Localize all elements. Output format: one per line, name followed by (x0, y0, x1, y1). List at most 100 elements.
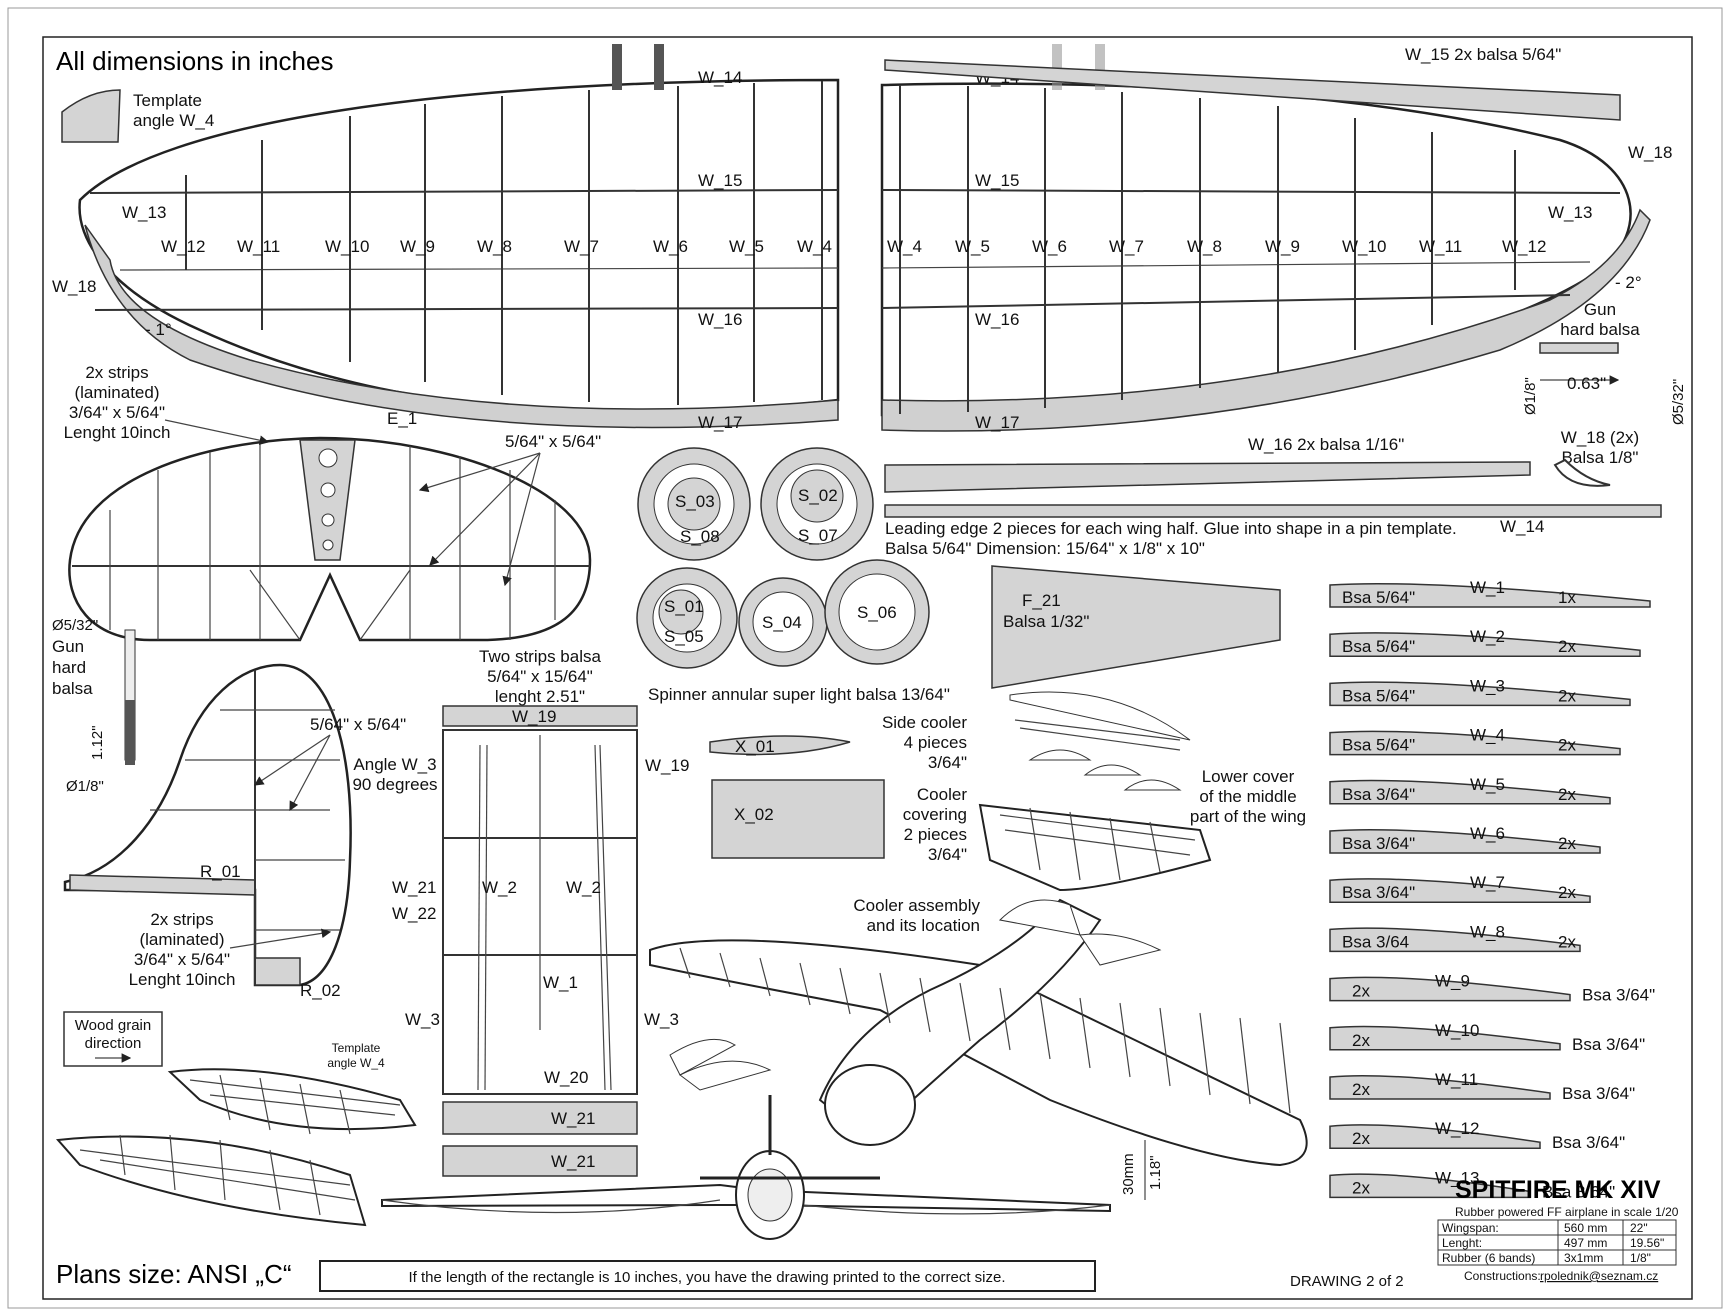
rib-part-material: Bsa 3/64" (1552, 1133, 1625, 1152)
f21-part (991, 565, 1281, 689)
constructions-label: Constructions: (1464, 1269, 1541, 1283)
spinner-s08: S_08 (680, 527, 720, 546)
spinner-note: Spinner annular super light balsa 13/64" (648, 685, 950, 704)
spinner-s05: S_05 (664, 627, 704, 646)
spinner-s07: S_07 (798, 526, 838, 545)
spinner-rings (636, 447, 930, 669)
right-rib-label-w_10: W_10 (1342, 237, 1386, 256)
plane-wing-rib (1159, 1007, 1171, 1087)
elevator-strips-arrow (164, 419, 270, 445)
strip-w14-label: W_14 (1500, 517, 1544, 536)
title-block-title: SPITFIRE MK XIV (1455, 1176, 1661, 1204)
spar-label-w17-right: W_17 (975, 413, 1019, 432)
calibration-rectangle (319, 1260, 1096, 1292)
leading-edge-note-2: Balsa 5/64" Dimension: 15/64" x 1/8" x 1… (885, 539, 1205, 558)
center-w21: W_21 (392, 878, 436, 897)
center-w21-lower-1: W_21 (551, 1109, 595, 1128)
center-w1: W_1 (543, 973, 578, 992)
rib-part-shape (1329, 828, 1601, 854)
rib-part-qty: 2x (1352, 982, 1370, 1001)
print-check-note: If the length of the rectangle is 10 inc… (408, 1269, 1005, 1286)
gun-right-length: 0.63" (1567, 374, 1606, 393)
rib-part-name: W_4 (1470, 726, 1505, 745)
elevator-spar-arrow-3 (502, 452, 541, 587)
rib-part-name: W_5 (1470, 775, 1505, 794)
tip-label-w13-right: W_13 (1548, 203, 1592, 222)
rib-part-qty: 2x (1558, 883, 1576, 902)
plane-wing-rib (679, 947, 691, 979)
rudder-spar-arrow-1 (254, 734, 331, 786)
w18-part-label: W_18 (2x)Balsa 1/8" (1561, 428, 1639, 467)
rib-part-name: W_7 (1470, 873, 1505, 892)
left-rib-label-w_6: W_6 (653, 237, 688, 256)
left-rib-label-w_9: W_9 (400, 237, 435, 256)
rib-part-material: Bsa 3/64" (1342, 785, 1415, 804)
front-dim-in: 1.18" (1147, 1155, 1164, 1190)
wing-gun-1 (612, 44, 622, 90)
rib-part-material: Bsa 5/64" (1342, 588, 1415, 607)
strip-w16-part (884, 461, 1531, 493)
spec-imperial: 1/8" (1630, 1251, 1651, 1265)
wing-gun-3 (1052, 44, 1062, 90)
dihedral-right: - 2° (1615, 273, 1642, 292)
spar-label-w15-left: W_15 (698, 171, 742, 190)
center-w22: W_22 (392, 904, 436, 923)
drawing-number: DRAWING 2 of 2 (1290, 1273, 1404, 1290)
rib-part-qty: 2x (1352, 1080, 1370, 1099)
left-rib-label-w_11: W_11 (237, 237, 280, 256)
airplane-front-view (381, 1095, 1111, 1240)
rib-part-qty: 2x (1558, 932, 1576, 951)
rib-part-material: Bsa 3/64" (1562, 1084, 1635, 1103)
drawing-frame (42, 36, 1693, 1300)
right-rib-label-w_12: W_12 (1502, 237, 1546, 256)
gun-left-dia-bottom: Ø1/8" (66, 778, 104, 795)
rib-part-shape (1329, 976, 1571, 1002)
plane-wing-rib (1279, 1022, 1291, 1114)
rudder-r02: R_02 (300, 981, 341, 1000)
plane-wing-rib (959, 982, 971, 1042)
spec-metric: 3x1mm (1564, 1251, 1603, 1265)
rib-part-name: W_13 (1435, 1168, 1479, 1187)
f21-name: F_21 (1022, 591, 1061, 610)
spec-metric: 497 mm (1564, 1236, 1607, 1250)
wing-gun-4 (1095, 44, 1105, 90)
center-w19-top: W_19 (512, 707, 556, 726)
spec-table-frame (1437, 1219, 1677, 1266)
right-rib-label-w_6: W_6 (1032, 237, 1067, 256)
strip-w15-label: W_15 2x balsa 5/64" (1405, 45, 1561, 64)
plane-wing-rib (999, 987, 1011, 1051)
airplane-3d-framework (649, 898, 1308, 1167)
spec-label: Lenght: (1442, 1236, 1482, 1250)
rib-part-qty: 2x (1558, 785, 1576, 804)
template-label-line1: Template (133, 91, 202, 110)
rib-part-name: W_9 (1435, 972, 1470, 991)
plane-wing-rib (759, 957, 771, 997)
cooler-pieces (1009, 691, 1191, 791)
left-rib-label-w_8: W_8 (477, 237, 512, 256)
center-w2-left: W_2 (482, 878, 517, 897)
elevator-spar-arrow-2 (429, 452, 541, 566)
left-rib-label-w_4: W_4 (797, 237, 832, 256)
center-w3-left: W_3 (405, 1010, 440, 1029)
rib-part-row: Bsa 5/64"W_32x (1329, 676, 1631, 707)
rudder-r01: R_01 (200, 862, 241, 881)
rib-part-shape (1329, 1173, 1531, 1199)
rib-part-shape (1329, 927, 1581, 953)
plane-wing-rib (1119, 1002, 1131, 1078)
rib-part-shape (1329, 878, 1591, 903)
rib-part-shape (1329, 681, 1631, 707)
wing-gun-2 (654, 44, 664, 90)
spar-label-w17-left: W_17 (698, 413, 742, 432)
rib-part-material: Bsa 3/64" (1342, 834, 1415, 853)
constructions-email: rpolednik@seznam.cz (1540, 1269, 1658, 1283)
rib-part-shape (1329, 779, 1611, 805)
outer-border (7, 7, 1723, 1309)
rib-part-row: Bsa 5/64"W_11x (1329, 578, 1651, 608)
gun-left-dia-top: Ø5/32" (52, 617, 98, 634)
